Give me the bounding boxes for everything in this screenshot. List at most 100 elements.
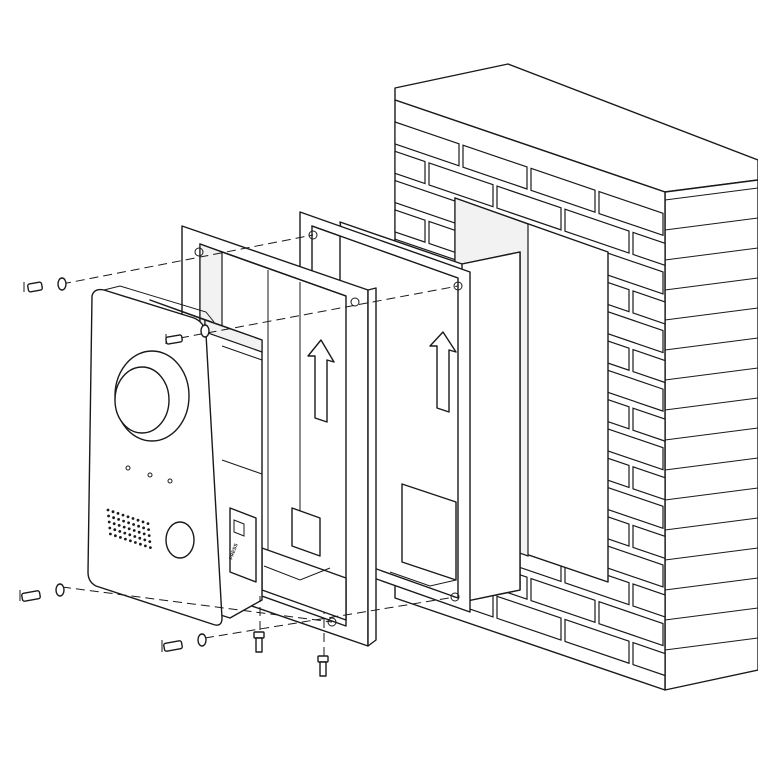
grille-hole: [106, 508, 110, 512]
back-box-bottom-lip: [389, 571, 457, 587]
fasteners: [19, 277, 329, 677]
grille-hole: [116, 512, 120, 515]
frame-hole-tl: [194, 247, 204, 257]
grille-hole: [136, 518, 140, 522]
brick-side-joint: [664, 307, 758, 321]
grille-hole: [112, 522, 116, 526]
screw-vertical-b: [317, 655, 329, 677]
speaker-grille: [106, 508, 152, 549]
brick-side-joint: [664, 337, 758, 351]
align-line-top-right: [179, 285, 459, 339]
grille-hole: [126, 515, 130, 519]
grille-hole: [138, 536, 142, 540]
brick: [632, 583, 666, 618]
grille-hole: [137, 524, 141, 528]
indicator-led-1: [125, 465, 131, 471]
align-line-bottom-left: [61, 586, 333, 623]
door-station: PRESS: [87, 285, 263, 626]
brick: [394, 209, 426, 243]
grille-hole: [139, 542, 142, 546]
brick-side-joint: [664, 457, 758, 471]
align-line-bottom-right: [204, 596, 456, 639]
back-box: [299, 211, 521, 613]
brick: [632, 348, 666, 384]
brick-side-joint: [664, 277, 758, 291]
brick: [632, 641, 666, 677]
brick: [632, 407, 666, 442]
brick-side-joint: [664, 517, 758, 531]
grille-hole: [127, 521, 130, 525]
station-label-icon: [233, 519, 245, 537]
grille-hole: [141, 520, 145, 524]
grille-hole: [117, 518, 120, 521]
brick-side-joint: [664, 637, 758, 651]
grille-hole: [118, 530, 122, 533]
washer-bottom-mid: [197, 633, 207, 647]
frame-hole-br: [327, 617, 337, 627]
brick-side-joint: [664, 487, 758, 501]
grille-hole: [107, 520, 111, 524]
grille-hole: [147, 528, 151, 531]
grille-hole: [113, 528, 117, 532]
brick: [530, 167, 596, 213]
brick-side-joint: [664, 577, 758, 591]
brick-side-joint: [664, 547, 758, 561]
brick: [598, 600, 664, 647]
brick: [632, 524, 666, 560]
brick-side-joint: [664, 397, 758, 411]
grille-hole: [134, 541, 137, 544]
brick: [564, 208, 630, 254]
washer-bottom-left: [55, 583, 65, 597]
brick: [394, 121, 460, 167]
grille-hole: [114, 534, 117, 538]
grille-hole: [142, 532, 146, 536]
screw-vertical-a: [253, 631, 265, 653]
brick-side-joint: [664, 607, 758, 621]
station-housing-rib1: [221, 345, 263, 361]
grille-hole: [128, 533, 132, 537]
frame-bracket-line: [263, 565, 331, 581]
grille-hole: [142, 526, 146, 530]
back-box-hole-br: [450, 592, 460, 602]
back-box-hole-tl: [308, 230, 318, 240]
grille-hole: [132, 529, 136, 532]
grille-hole: [144, 544, 147, 548]
grille-hole: [111, 510, 115, 514]
grille-hole: [129, 539, 132, 543]
grille-hole: [108, 526, 112, 530]
brick: [428, 162, 494, 208]
frame-up-arrow: [307, 339, 335, 423]
brick-side-joint: [664, 187, 758, 201]
grille-hole: [147, 534, 151, 537]
brick: [564, 618, 630, 665]
station-label-text: PRESS: [228, 542, 240, 561]
brick: [462, 144, 528, 190]
brick: [632, 290, 666, 325]
station-housing-rib2: [221, 459, 263, 475]
back-box-up-arrow: [429, 331, 457, 413]
back-box-side: [461, 251, 521, 603]
grille-hole: [122, 519, 125, 523]
screw-top-left: [23, 277, 67, 293]
grille-hole: [148, 540, 152, 543]
grille-hole: [131, 517, 135, 520]
brick: [598, 190, 664, 237]
call-button: [165, 521, 195, 559]
frame-edge: [367, 287, 377, 647]
camera-lens: [114, 366, 170, 434]
washer-top-left: [57, 277, 67, 291]
washer-top-mid: [200, 324, 210, 338]
brick: [632, 231, 666, 267]
back-box-hole-tr: [453, 281, 463, 291]
station-label-plate: [229, 507, 257, 583]
grille-hole: [107, 514, 110, 518]
grille-hole: [124, 537, 127, 541]
frame-bracket-tab: [291, 507, 321, 557]
brick: [530, 577, 596, 624]
brick-side-joint: [664, 367, 758, 381]
grille-hole: [117, 524, 121, 527]
grille-hole: [119, 536, 122, 539]
grille-hole: [112, 516, 115, 520]
